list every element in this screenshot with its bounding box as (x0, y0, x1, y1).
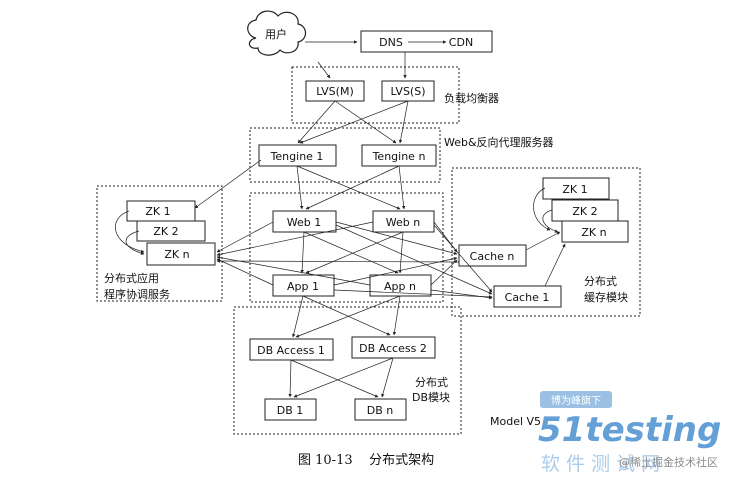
cache-group-label-2: 缓存模块 (584, 290, 628, 304)
cdn-label: CDN (449, 36, 473, 49)
user-cloud-icon (247, 10, 307, 56)
watermark: 博为峰旗下 51testing 软 件 测 试 网 @稀土掘金技术社区 (538, 391, 721, 475)
cache-zk-n-label: ZK n (581, 226, 606, 239)
zk-2-label: ZK 2 (153, 225, 178, 238)
db-group-label-2: DB模块 (412, 391, 450, 404)
db-group-label-1: 分布式 (415, 376, 448, 389)
cache-group-label-1: 分布式 (584, 275, 617, 288)
web-proxy-group (249, 127, 441, 183)
dns-cdn-box (360, 30, 493, 53)
tengine-1-label: Tengine 1 (270, 150, 324, 163)
cache-n-label: Cache n (470, 250, 515, 263)
zk-1-label: ZK 1 (145, 205, 170, 218)
db-access-1-label: DB Access 1 (257, 344, 325, 357)
load-balancer-group (291, 66, 460, 124)
watermark-chinese: 软 件 测 试 网 (541, 453, 660, 475)
web-n-box (372, 210, 435, 233)
web-1-label: Web 1 (287, 216, 321, 229)
watermark-badge-bg (540, 391, 612, 408)
db-access-2-box (351, 336, 436, 359)
cache-1-label: Cache 1 (505, 291, 550, 304)
cache-1-box (493, 285, 562, 308)
db-1-box (264, 398, 317, 421)
coordination-label-1: 分布式应用 (104, 271, 159, 285)
user-label: 用户 (265, 27, 287, 41)
zk-n-label: ZK n (164, 248, 189, 261)
tengine-n-label: Tengine n (372, 150, 426, 163)
zk-2-box (136, 220, 206, 242)
cache-zk-n-box (561, 220, 629, 243)
connectors (115, 40, 566, 398)
web-proxy-label: Web&反向代理服务器 (444, 135, 554, 149)
model-label: Model V5 (490, 415, 541, 428)
figure-caption: 图 10-13 分布式架构 (298, 453, 434, 468)
app-n-label: App n (384, 280, 416, 293)
app-1-label: App 1 (287, 280, 319, 293)
watermark-credit: @稀土掘金技术社区 (619, 455, 718, 469)
cache-zk-1-box (542, 177, 610, 200)
cache-n-box (458, 244, 527, 267)
watermark-badge: 博为峰旗下 (551, 394, 601, 407)
lvs-slave-label: LVS(S) (391, 85, 426, 98)
coordination-label-2: 程序协调服务 (104, 287, 170, 301)
db-access-2-label: DB Access 2 (359, 342, 427, 355)
cache-group (451, 167, 641, 317)
db-group (233, 306, 462, 435)
lvs-master-label: LVS(M) (316, 85, 354, 98)
db-1-label: DB 1 (277, 404, 304, 417)
web-n-label: Web n (386, 216, 420, 229)
cache-zk-1-label: ZK 1 (562, 183, 587, 196)
db-n-box (354, 398, 407, 421)
load-balancer-label: 负载均衡器 (444, 91, 499, 105)
db-n-label: DB n (367, 404, 394, 417)
app-n-box (369, 274, 432, 297)
watermark-brand: 51testing (538, 410, 721, 450)
zk-n-box (146, 242, 216, 266)
cache-zk-2-label: ZK 2 (572, 205, 597, 218)
web-app-group (249, 192, 444, 303)
dns-label: DNS (379, 36, 403, 49)
